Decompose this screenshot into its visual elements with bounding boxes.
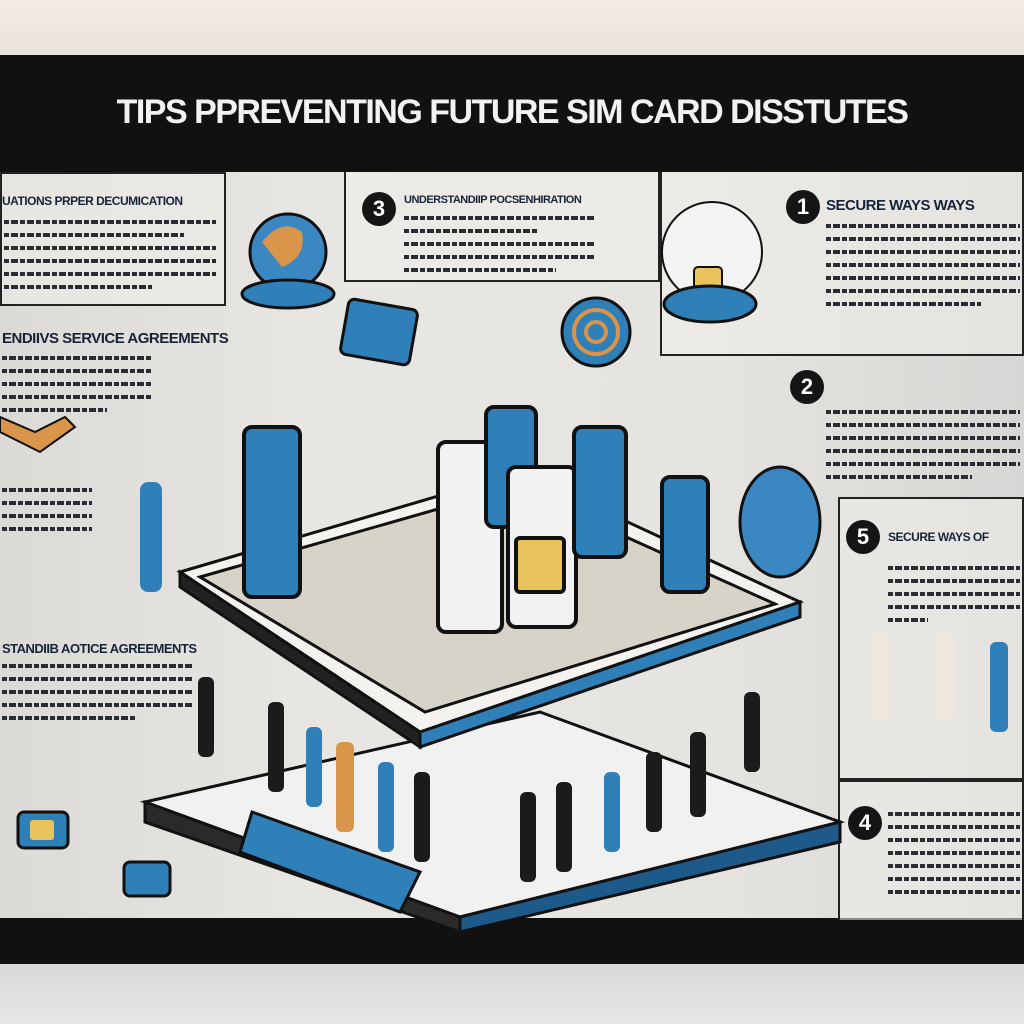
sim-globe-icon [661,201,763,324]
section-text [888,812,1020,903]
fingerprint-icon [560,296,632,368]
section-number: 4 [848,806,882,840]
panel-section-4 [838,780,1024,920]
shield-icon [738,465,822,579]
section-number: 2 [790,370,824,404]
illustration [0,201,1008,932]
sim-card-icon [16,810,172,898]
section-text [404,216,594,281]
section-text [4,220,216,298]
phone-icons [242,405,710,634]
poster-title: TIPS PPREVENTING FUTURE SIM CARD DISSTUT… [116,92,909,131]
chat-bubble-icon [339,297,419,367]
section-heading: UATIONS PRPER DECUMICATION [2,194,183,208]
wall [0,964,1024,1024]
panel-secure-ways-of [838,497,1024,780]
section-heading: SECURE WAYS OF [888,530,989,544]
section-text [2,664,192,729]
poster-footer [0,926,1024,958]
handshake-icon [0,415,77,454]
section-number: 5 [846,520,880,554]
globe-icon [240,212,336,310]
section-text [888,566,1020,631]
section-heading: STANDIIB AOTICE AGREEMENTS [2,641,197,656]
section-text [2,356,152,421]
section-heading: SECURE WAYS WAYS [826,197,975,214]
panel-understanding [344,172,660,282]
section-heading: UNDERSTANDIIP POCSENHIRATION [404,194,582,206]
people-figures [140,482,1008,882]
section-heading: ENDIIVS SERVICE AGREEMENTS [2,330,229,347]
section-number: 3 [362,192,396,226]
info-card [238,810,423,914]
section-text [826,410,1020,488]
panel-documentation [0,172,226,306]
title-bar: TIPS PPREVENTING FUTURE SIM CARD DISSTUT… [0,55,1024,170]
section-text [826,224,1020,315]
wall [0,0,1024,56]
section-number: 1 [786,190,820,224]
section-text [2,488,92,540]
